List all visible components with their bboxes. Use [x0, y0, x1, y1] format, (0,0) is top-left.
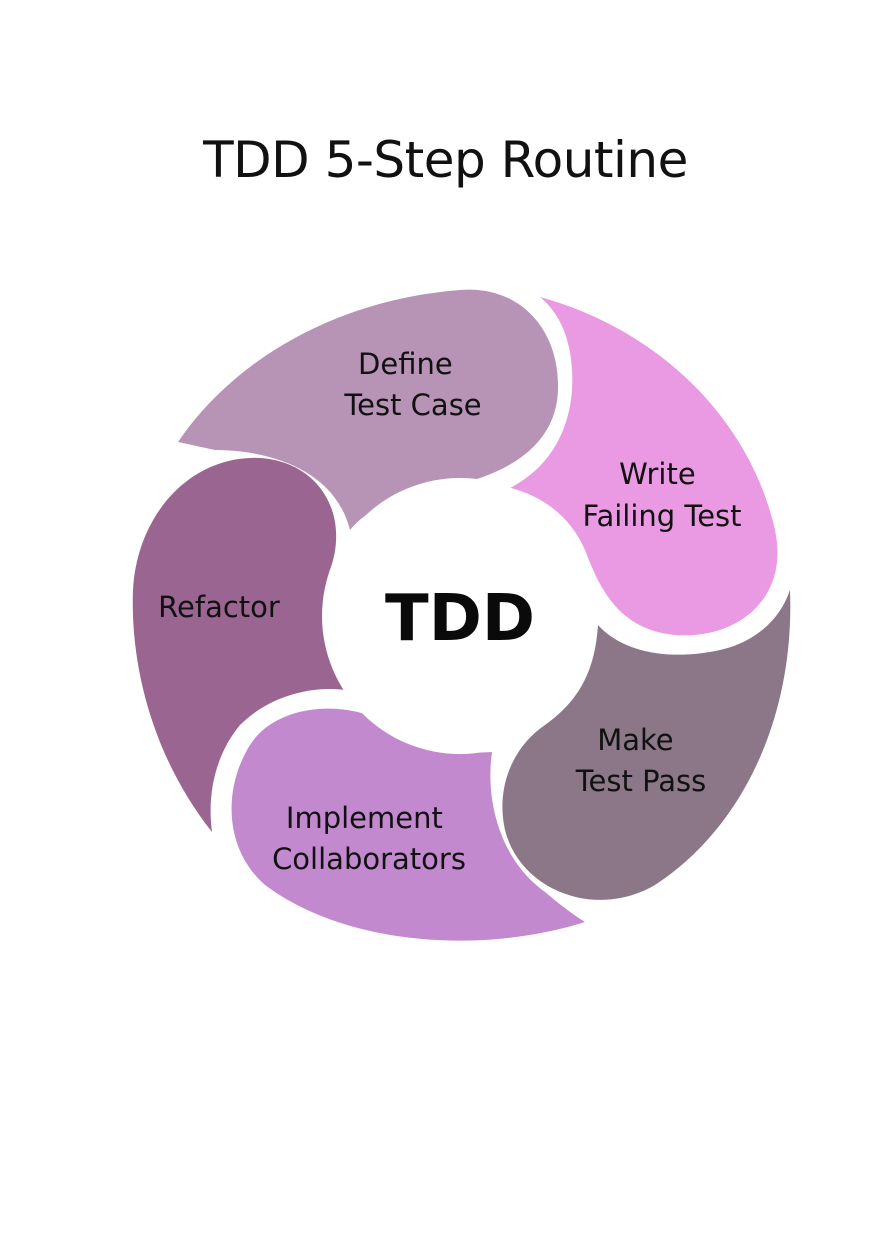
step-label-line: Define [358, 347, 453, 381]
step-label-line: Test Pass [575, 764, 707, 798]
step-label-line: Collaborators [272, 842, 466, 876]
step-label-implement-collaborators: Implement Collaborators [272, 801, 466, 876]
step-segment-define-test-case [178, 289, 559, 530]
step-label-write-failing-test: Write Failing Test [582, 457, 741, 533]
step-label-line: Make [597, 723, 673, 757]
step-label-line: Implement [286, 801, 443, 835]
step-segment-implement-collaborators [231, 708, 585, 941]
step-label-line: Failing Test [582, 499, 741, 533]
step-label-line: Test Case [343, 388, 481, 422]
center-label: TDD [385, 582, 535, 656]
step-label-make-test-pass: Make Test Pass [575, 723, 707, 798]
center-hub [322, 478, 598, 754]
step-label-line: Refactor [158, 590, 280, 624]
step-segment-make-test-pass [502, 590, 791, 900]
step-label-refactor: Refactor [158, 590, 280, 624]
step-label-line: Write [619, 457, 696, 491]
diagram-title: TDD 5-Step Routine [203, 131, 688, 189]
step-label-define-test-case: Define Test Case [343, 347, 481, 422]
step-segment-write-failing-test [510, 297, 778, 636]
step-segment-refactor [132, 457, 345, 832]
